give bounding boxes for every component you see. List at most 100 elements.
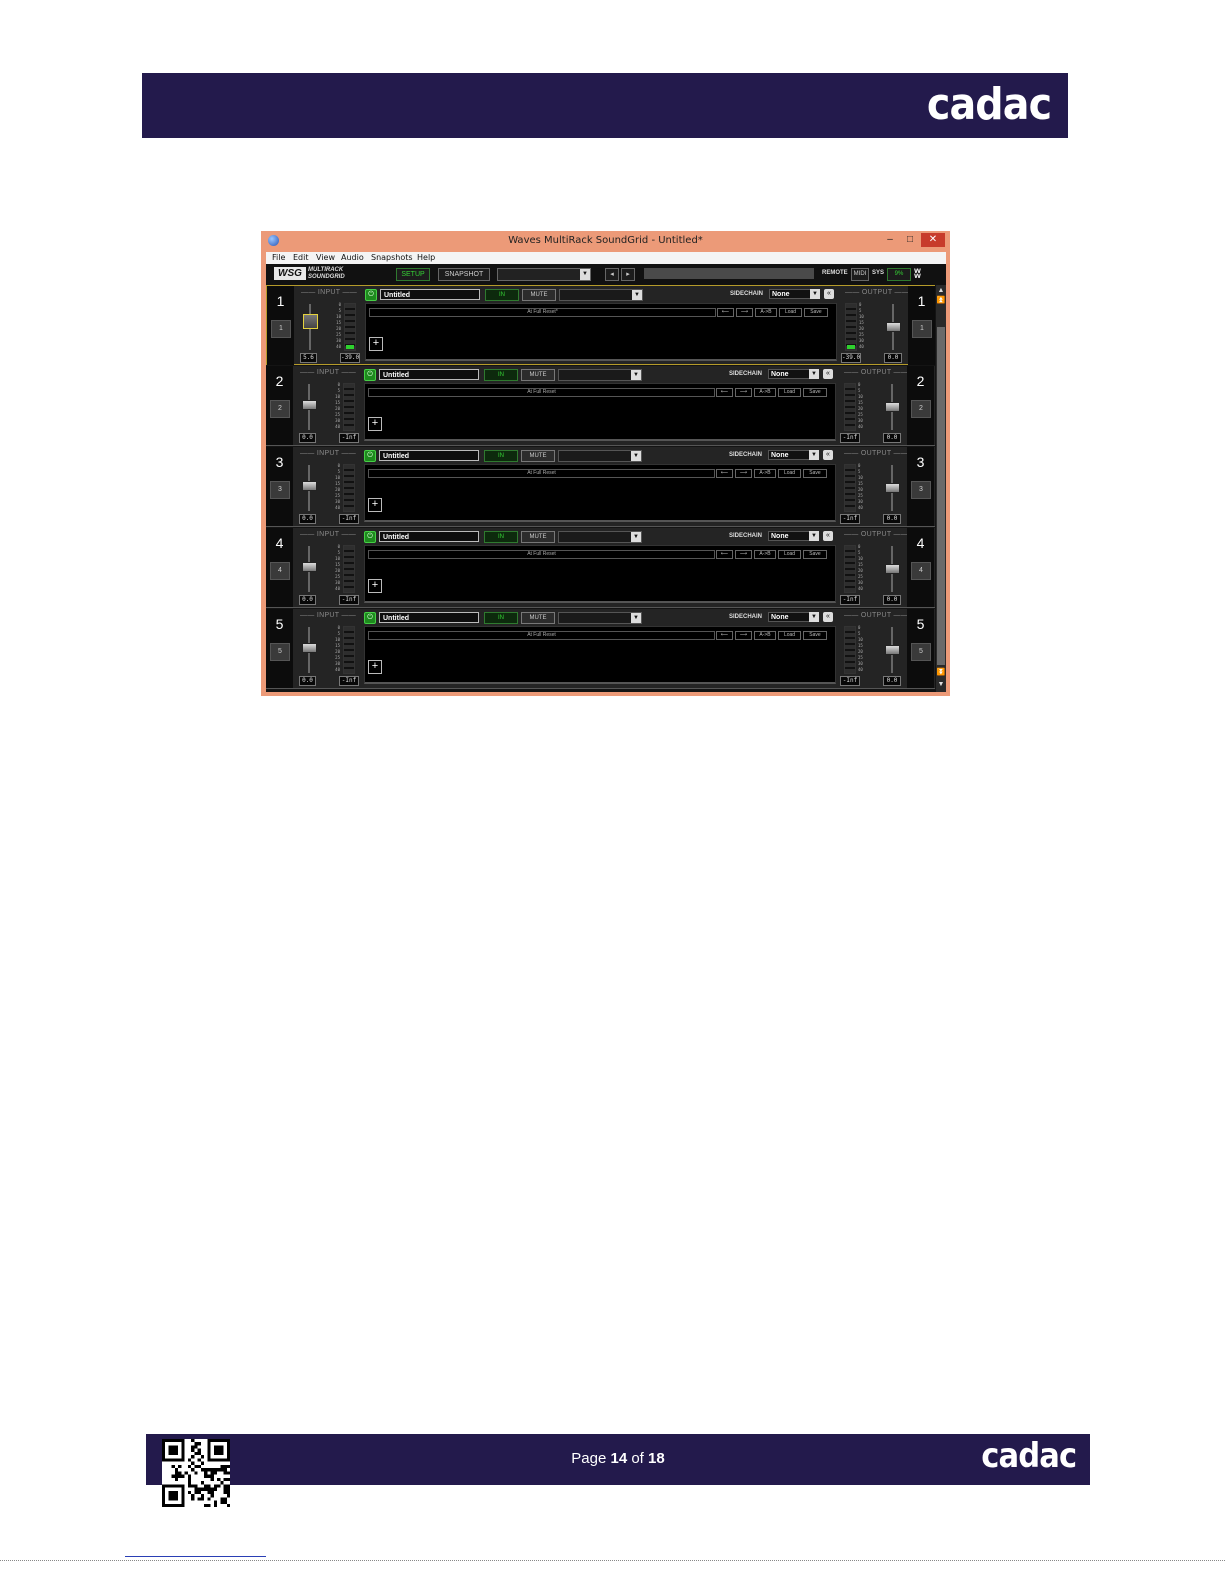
chevron-down-icon[interactable]: ▼: [810, 289, 820, 299]
plugin-chain-area[interactable]: At Full Reset ⟵ ⟶ A->B Load Save +: [364, 383, 836, 441]
plugin-chain-area[interactable]: At Full Reset ⟵ ⟶ A->B Load Save +: [364, 545, 836, 603]
rack-power-button[interactable]: ⏻: [365, 289, 377, 301]
input-gain-value[interactable]: 0.0: [299, 595, 316, 605]
snapshot-button[interactable]: SNAPSHOT: [438, 268, 490, 281]
redo-arrow-icon[interactable]: ⟶: [735, 631, 752, 640]
rack-chip[interactable]: 4: [911, 562, 931, 580]
preset-field[interactable]: At Full Reset: [368, 469, 715, 478]
collapse-icon[interactable]: «: [823, 531, 833, 541]
menu-snapshots[interactable]: Snapshots: [371, 253, 413, 262]
rack-power-button[interactable]: ⏻: [364, 369, 376, 381]
maximize-button[interactable]: □: [906, 234, 914, 245]
rack-select[interactable]: ▼: [558, 369, 642, 381]
scroll-up-icon[interactable]: ▲: [937, 287, 945, 294]
collapse-icon[interactable]: «: [823, 369, 833, 379]
rack-chip[interactable]: 3: [911, 481, 931, 499]
output-gain-value[interactable]: 0.0: [884, 353, 902, 363]
in-button[interactable]: IN: [484, 369, 518, 381]
output-gain-value[interactable]: 0.0: [883, 676, 901, 686]
output-fader-knob[interactable]: [885, 564, 900, 574]
rack-name-field[interactable]: Untitled: [379, 531, 479, 542]
output-fader-knob[interactable]: [885, 645, 900, 655]
add-plugin-button[interactable]: +: [368, 579, 382, 593]
menu-help[interactable]: Help: [417, 253, 436, 262]
menu-file[interactable]: File: [272, 253, 286, 262]
load-button[interactable]: Load: [778, 469, 801, 478]
undo-arrow-icon[interactable]: ⟵: [716, 550, 733, 559]
input-fader-knob[interactable]: [302, 643, 317, 653]
rack-name-field[interactable]: Untitled: [380, 289, 480, 300]
input-fader-knob[interactable]: [302, 562, 317, 572]
menu-view[interactable]: View: [316, 253, 335, 262]
chevron-down-icon[interactable]: ▼: [809, 612, 819, 622]
undo-arrow-icon[interactable]: ⟵: [716, 388, 733, 397]
save-button[interactable]: Save: [803, 469, 827, 478]
rack-select[interactable]: ▼: [559, 289, 643, 301]
load-button[interactable]: Load: [779, 308, 802, 317]
rack-select[interactable]: ▼: [558, 450, 642, 462]
rack-chip[interactable]: 1: [912, 320, 932, 338]
rack-chip[interactable]: 5: [270, 643, 290, 661]
in-button[interactable]: IN: [484, 450, 518, 462]
rack-power-button[interactable]: ⏻: [364, 450, 376, 462]
in-button[interactable]: IN: [484, 531, 518, 543]
rack-chip[interactable]: 1: [271, 320, 291, 338]
undo-arrow-icon[interactable]: ⟵: [716, 631, 733, 640]
input-fader-knob[interactable]: [302, 400, 317, 410]
midi-button[interactable]: MIDI: [851, 268, 869, 281]
waves-logo-icon[interactable]: ʬ: [914, 266, 921, 281]
rack-name-field[interactable]: Untitled: [379, 369, 479, 380]
output-fader-knob[interactable]: [885, 483, 900, 493]
save-button[interactable]: Save: [804, 308, 828, 317]
input-gain-value[interactable]: 0.0: [299, 676, 316, 686]
load-button[interactable]: Load: [778, 388, 801, 397]
rack-chip[interactable]: 3: [270, 481, 290, 499]
a-to-b-button[interactable]: A->B: [754, 469, 776, 478]
rack-chip[interactable]: 2: [911, 400, 931, 418]
rack-name-field[interactable]: Untitled: [379, 450, 479, 461]
in-button[interactable]: IN: [484, 612, 518, 624]
plugin-chain-area[interactable]: At Full Reset ⟵ ⟶ A->B Load Save +: [364, 464, 836, 522]
redo-arrow-icon[interactable]: ⟶: [735, 388, 752, 397]
output-gain-value[interactable]: 0.0: [883, 595, 901, 605]
save-button[interactable]: Save: [803, 550, 827, 559]
rack-name-field[interactable]: Untitled: [379, 612, 479, 623]
mute-button[interactable]: MUTE: [521, 450, 555, 462]
input-gain-value[interactable]: 5.6: [300, 353, 317, 363]
preset-field[interactable]: At Full Reset*: [369, 308, 716, 317]
add-plugin-button[interactable]: +: [368, 417, 382, 431]
chevron-down-icon[interactable]: ▼: [809, 531, 819, 541]
snapshot-select[interactable]: ▼: [497, 268, 591, 281]
output-fader-knob[interactable]: [885, 402, 900, 412]
collapse-icon[interactable]: «: [823, 450, 833, 460]
save-button[interactable]: Save: [803, 631, 827, 640]
plugin-chain-area[interactable]: At Full Reset* ⟵ ⟶ A->B Load Save +: [365, 303, 837, 361]
output-gain-value[interactable]: 0.0: [883, 433, 901, 443]
save-button[interactable]: Save: [803, 388, 827, 397]
scroll-top-icon[interactable]: ⏫: [936, 297, 946, 304]
mute-button[interactable]: MUTE: [521, 369, 555, 381]
menu-audio[interactable]: Audio: [341, 253, 364, 262]
snapshot-next-button[interactable]: ▸: [621, 268, 635, 281]
redo-arrow-icon[interactable]: ⟶: [735, 469, 752, 478]
snapshot-prev-button[interactable]: ◂: [605, 268, 619, 281]
load-button[interactable]: Load: [778, 631, 801, 640]
preset-field[interactable]: At Full Reset: [368, 388, 715, 397]
rack-chip[interactable]: 2: [270, 400, 290, 418]
mute-button[interactable]: MUTE: [521, 531, 555, 543]
input-gain-value[interactable]: 0.0: [299, 433, 316, 443]
rack-select[interactable]: ▼: [558, 612, 642, 624]
close-button[interactable]: ✕: [921, 233, 945, 247]
a-to-b-button[interactable]: A->B: [754, 388, 776, 397]
undo-arrow-icon[interactable]: ⟵: [717, 308, 734, 317]
rack-power-button[interactable]: ⏻: [364, 531, 376, 543]
rack-power-button[interactable]: ⏻: [364, 612, 376, 624]
rack-select[interactable]: ▼: [558, 531, 642, 543]
add-plugin-button[interactable]: +: [368, 660, 382, 674]
plugin-chain-area[interactable]: At Full Reset ⟵ ⟶ A->B Load Save +: [364, 626, 836, 684]
redo-arrow-icon[interactable]: ⟶: [736, 308, 753, 317]
preset-field[interactable]: At Full Reset: [368, 631, 715, 640]
